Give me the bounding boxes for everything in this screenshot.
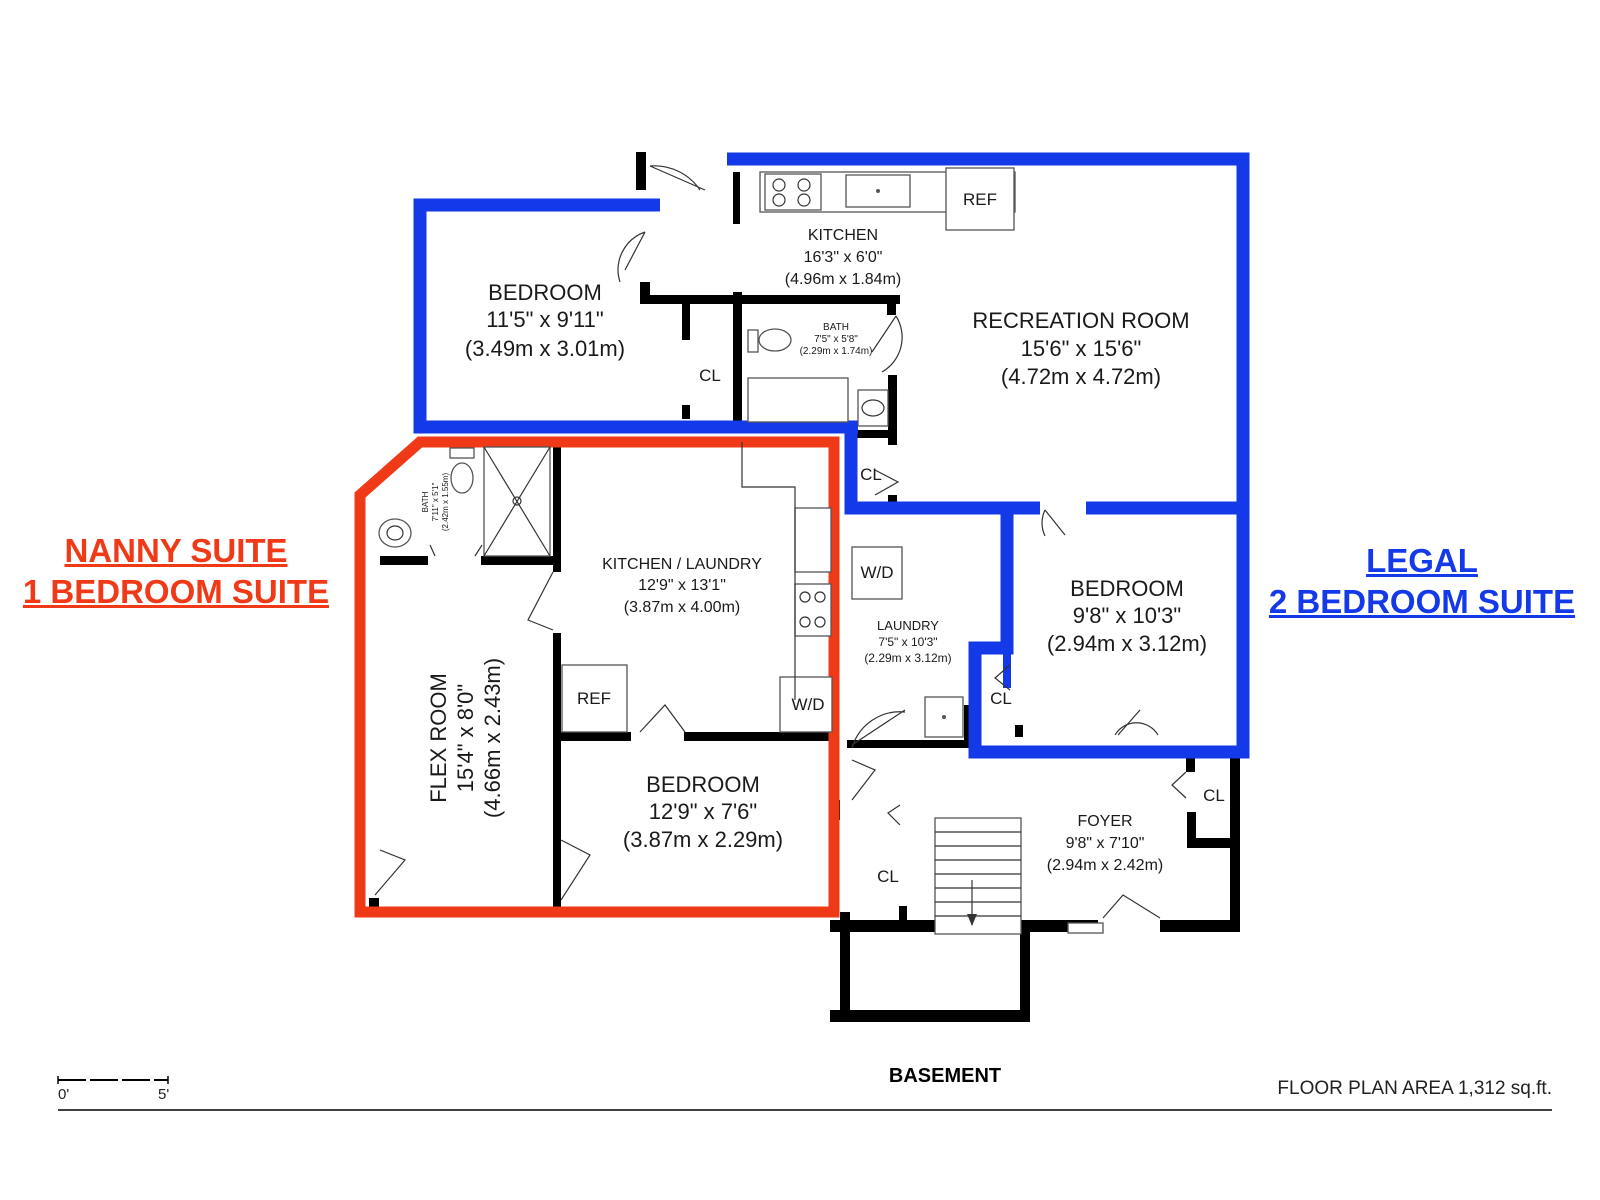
room-flex: FLEX ROOM 15'4" x 8'0" (4.66m x 2.43m) bbox=[426, 658, 505, 818]
room-name: LAUNDRY bbox=[877, 618, 939, 633]
stairs bbox=[934, 817, 1022, 935]
washer-dryer-icon bbox=[851, 546, 903, 600]
room-bedroom-e: BEDROOM 9'8" x 10'3" (2.94m x 3.12m) bbox=[1047, 576, 1207, 656]
window-icon bbox=[1067, 922, 1104, 934]
room-name: BATH bbox=[421, 491, 430, 512]
sink-icon bbox=[857, 389, 889, 427]
floor-area: FLOOR PLAN AREA 1,312 sq.ft. bbox=[1277, 1078, 1552, 1099]
room-size-metric: (3.87m x 2.29m) bbox=[623, 827, 783, 852]
scale-start: 0' bbox=[58, 1086, 69, 1103]
room-size-metric: (3.87m x 4.00m) bbox=[624, 599, 740, 616]
room-size-imperial: 16'3" x 6'0" bbox=[804, 249, 883, 266]
room-size-imperial: 7'11" x 5'1" bbox=[431, 482, 440, 521]
scale-bar: 0' 5' bbox=[57, 1076, 169, 1103]
closet-label: CL bbox=[1203, 786, 1225, 805]
ref-label: REF bbox=[963, 190, 997, 209]
room-kitchen-laundry: KITCHEN / LAUNDRY 12'9" x 13'1" (3.87m x… bbox=[602, 556, 762, 616]
scale-end: 5' bbox=[158, 1086, 169, 1103]
room-size-imperial: 15'6" x 15'6" bbox=[1021, 336, 1142, 361]
room-size-metric: (4.72m x 4.72m) bbox=[1001, 364, 1161, 389]
room-size-metric: (2.29m x 3.12m) bbox=[864, 651, 951, 665]
room-name: KITCHEN / LAUNDRY bbox=[602, 556, 762, 573]
room-bath-upper: BATH 7'5" x 5'8" (2.29m x 1.74m) bbox=[800, 322, 873, 357]
room-recreation: RECREATION ROOM 15'6" x 15'6" (4.72m x 4… bbox=[972, 308, 1189, 389]
stove-icon bbox=[764, 173, 822, 211]
room-size-imperial: 9'8" x 7'10" bbox=[1066, 835, 1145, 852]
room-size-imperial: 12'9" x 13'1" bbox=[638, 577, 726, 594]
sink-icon bbox=[794, 507, 832, 573]
room-laundry: LAUNDRY 7'5" x 10'3" (2.29m x 3.12m) bbox=[864, 618, 951, 665]
closet-label: CL bbox=[699, 366, 721, 385]
room-bedroom-nw: BEDROOM 11'5" x 9'11" (3.49m x 3.01m) bbox=[465, 280, 625, 361]
sink-icon bbox=[924, 696, 964, 738]
nanny-suite-subtitle: 1 BEDROOM SUITE bbox=[22, 573, 330, 610]
ref-label: REF bbox=[577, 689, 611, 708]
room-name: FLEX ROOM bbox=[426, 673, 451, 803]
refrigerator-icon bbox=[561, 664, 628, 733]
closet-label: CL bbox=[877, 867, 899, 886]
room-size-metric: (3.49m x 3.01m) bbox=[465, 336, 625, 361]
room-name: RECREATION ROOM bbox=[972, 308, 1189, 333]
room-name: FOYER bbox=[1077, 813, 1132, 830]
stair-arrow-icon bbox=[967, 914, 977, 926]
room-size-metric: (4.66m x 2.43m) bbox=[480, 658, 505, 818]
room-foyer: FOYER 9'8" x 7'10" (2.94m x 2.42m) bbox=[1047, 813, 1163, 874]
level-title: BASEMENT bbox=[889, 1065, 1001, 1087]
fixture-labels: REF REF W/D W/D CL CL CL CL CL bbox=[577, 190, 1225, 886]
nanny-suite-title: NANNY SUITE bbox=[64, 532, 288, 569]
room-bedroom-sw: BEDROOM 12'9" x 7'6" (3.87m x 2.29m) bbox=[623, 772, 783, 852]
room-size-metric: (2.94m x 3.12m) bbox=[1047, 631, 1207, 656]
room-size-metric: (4.96m x 1.84m) bbox=[785, 271, 901, 288]
fixtures bbox=[378, 167, 1104, 935]
closet-label: CL bbox=[860, 465, 882, 484]
refrigerator-icon bbox=[945, 167, 1015, 231]
legal-suite-subtitle: 2 BEDROOM SUITE bbox=[1268, 583, 1576, 620]
room-name: BATH bbox=[823, 322, 849, 333]
room-size-imperial: 15'4" x 8'0" bbox=[453, 684, 478, 792]
room-size-metric: (2.94m x 2.42m) bbox=[1047, 857, 1163, 874]
room-size-imperial: 9'8" x 10'3" bbox=[1073, 603, 1181, 628]
nanny-suite-outline bbox=[354, 436, 840, 918]
room-bath-lower: BATH 7'11" x 5'1" (2.42m x 1.55m) bbox=[421, 473, 450, 532]
wd-label: W/D bbox=[860, 563, 893, 582]
room-size-imperial: 7'5" x 5'8" bbox=[814, 334, 858, 345]
room-name: BEDROOM bbox=[646, 772, 760, 797]
sink-icon bbox=[378, 518, 412, 548]
nanny-suite-label: NANNY SUITE 1 BEDROOM SUITE bbox=[16, 530, 336, 612]
footer: BASEMENT FLOOR PLAN AREA 1,312 sq.ft. 0'… bbox=[57, 1065, 1552, 1111]
room-name: BEDROOM bbox=[488, 280, 602, 305]
room-size-imperial: 11'5" x 9'11" bbox=[486, 307, 603, 332]
legal-suite-outline bbox=[413, 152, 1250, 759]
room-name: KITCHEN bbox=[808, 227, 878, 244]
toilet-icon bbox=[450, 462, 474, 494]
legal-suite-title: LEGAL bbox=[1366, 542, 1478, 579]
stove-icon bbox=[794, 583, 832, 637]
room-name: BEDROOM bbox=[1070, 576, 1184, 601]
room-size-metric: (2.29m x 1.74m) bbox=[800, 346, 873, 357]
closet-label: CL bbox=[990, 689, 1012, 708]
walls bbox=[369, 152, 1240, 1022]
doors bbox=[374, 165, 1187, 919]
toilet-icon bbox=[758, 328, 792, 352]
room-size-imperial: 12'9" x 7'6" bbox=[649, 799, 757, 824]
room-size-imperial: 7'5" x 10'3" bbox=[878, 635, 937, 649]
legal-suite-label: LEGAL 2 BEDROOM SUITE bbox=[1262, 540, 1582, 622]
wd-label: W/D bbox=[791, 695, 824, 714]
room-size-metric: (2.42m x 1.55m) bbox=[441, 473, 450, 532]
bathtub-icon bbox=[747, 377, 849, 423]
washer-dryer-icon bbox=[779, 676, 833, 733]
room-kitchen: KITCHEN 16'3" x 6'0" (4.96m x 1.84m) bbox=[785, 227, 901, 288]
